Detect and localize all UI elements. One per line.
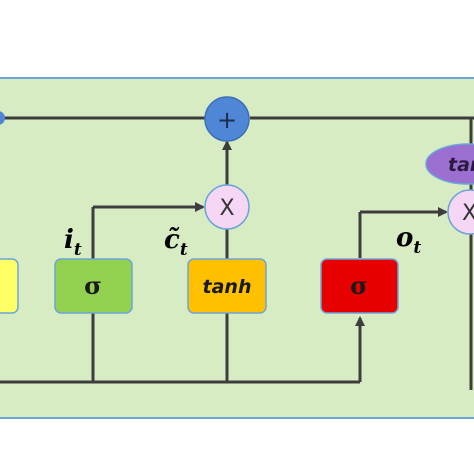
cell-state-input-node — [0, 111, 5, 125]
candidate-label: c̃t — [164, 225, 188, 260]
multiply-input-symbol: X — [219, 196, 234, 221]
candidate-tanh-label: tanh — [203, 276, 252, 298]
output-gate-label: ot — [396, 223, 421, 258]
candidate-tanh-box — [187, 258, 267, 314]
output-gate-sigma: σ — [350, 271, 368, 300]
plus-node — [204, 96, 250, 142]
input-gate-label: it — [64, 225, 82, 260]
multiply-output-node — [447, 189, 474, 235]
forget-gate-box — [0, 258, 19, 314]
input-gate-sigma: σ — [84, 271, 102, 300]
output-gate-box — [320, 258, 399, 314]
multiply-input-node — [204, 184, 250, 230]
output-tanh-label: tan — [448, 154, 474, 176]
plus-symbol: + — [217, 106, 237, 134]
multiply-output-symbol: X — [462, 201, 474, 226]
input-gate-box — [54, 258, 133, 314]
output-tanh-ellipse — [425, 143, 474, 185]
